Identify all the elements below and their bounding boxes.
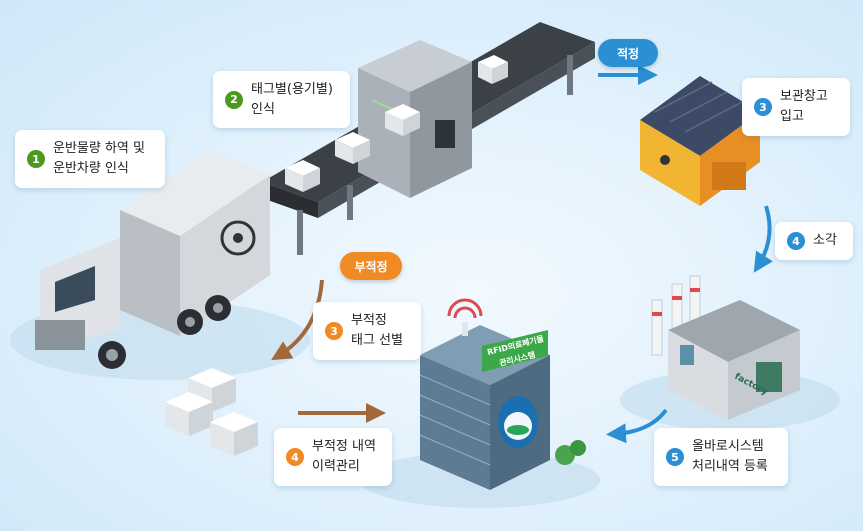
improper-step-4-card: 4 부적정 내역 이력관리 — [274, 428, 392, 486]
step-1-line2: 운반차량 인식 — [53, 161, 129, 176]
step-1-card: 1 운반물량 하역 및 운반차량 인식 — [15, 130, 165, 188]
improper-waste-boxes — [165, 368, 258, 456]
improper-pill: 부적정 — [340, 252, 402, 280]
storage-warehouse — [640, 76, 760, 206]
arrow-to-allbaro — [606, 408, 668, 444]
step-2-card: 2 태그별(용기별) 인식 — [213, 71, 350, 128]
arrow-to-incineration — [753, 205, 773, 273]
step-1-number: 1 — [27, 150, 45, 168]
step-1-line1: 운반물량 하역 및 — [53, 141, 145, 156]
step-4-card: 4 소각 — [775, 222, 853, 260]
rfid-management-building: RFID의료폐기물 관리시스템 — [419, 298, 586, 490]
improper-step-3-line1: 부적정 — [351, 313, 387, 328]
step-3-card: 3 보관창고 입고 — [742, 78, 850, 136]
step-3-line2: 입고 — [780, 109, 804, 124]
step-2-line1: 태그별(용기별) — [251, 81, 333, 97]
step-4-number: 4 — [787, 232, 805, 250]
step-3-line1: 보관창고 — [780, 89, 828, 104]
step-4-line1: 소각 — [813, 233, 837, 248]
improper-step-3-line2: 태그 선별 — [351, 333, 403, 348]
rfid-scanner-gate — [358, 40, 472, 198]
step-2-number: 2 — [225, 90, 243, 109]
incineration-factory: factory — [651, 275, 800, 420]
improper-step-4-number: 4 — [286, 448, 304, 466]
step-5-line2: 처리내역 등록 — [692, 459, 768, 474]
step-5-card: 5 올바로시스템 처리내역 등록 — [654, 428, 788, 486]
improper-step-4-line1: 부적정 내역 — [312, 439, 376, 454]
step-2-line2: 인식 — [251, 101, 275, 117]
improper-step-3-card: 3 부적정 태그 선별 — [313, 302, 421, 360]
step-3-number: 3 — [754, 98, 772, 116]
waste-boxes-on-conveyor — [285, 55, 508, 192]
proper-pill: 적정 — [598, 39, 658, 67]
step-5-number: 5 — [666, 448, 684, 466]
improper-step-3-number: 3 — [325, 322, 343, 340]
step-5-line1: 올바로시스템 — [692, 439, 764, 454]
delivery-truck — [35, 150, 270, 369]
arrow-to-improper — [271, 279, 324, 361]
improper-step-4-line2: 이력관리 — [312, 459, 360, 474]
